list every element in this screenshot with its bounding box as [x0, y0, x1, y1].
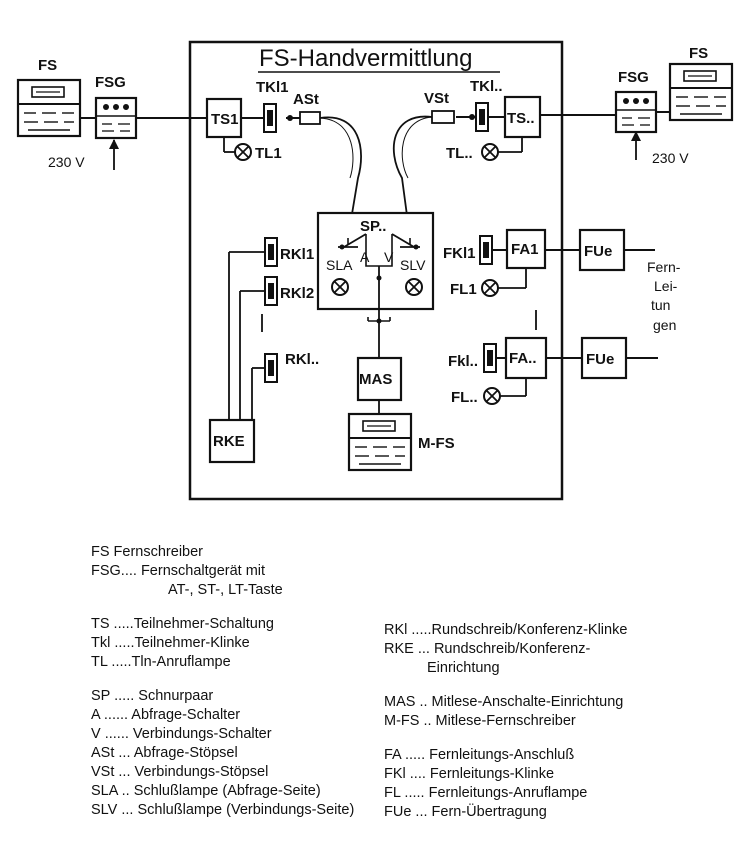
- legend-item: FS Fernschreiber: [91, 544, 204, 560]
- sp-label: SP..: [360, 218, 386, 235]
- fkl1-jack-icon: [479, 235, 493, 265]
- rke-box: [208, 418, 256, 464]
- mfs-label: M-FS: [418, 435, 455, 452]
- slv-label: SLV: [400, 257, 426, 273]
- fue2-box: [580, 336, 628, 380]
- tkl1-jack-icon: [263, 103, 277, 133]
- ast-plug-icon: [299, 111, 321, 125]
- fln-lamp-icon: [483, 387, 501, 405]
- sla-lamp-icon: [331, 278, 349, 296]
- tl1-label: TL1: [255, 145, 282, 162]
- legend-item: RKl .....Rundschreib/Konferenz-Klinke: [384, 622, 628, 638]
- rkl2-jack-icon: [264, 276, 278, 306]
- sp-v-label: V: [384, 249, 394, 265]
- tkl-right-jack-icon: [475, 102, 489, 132]
- legend-item: RKE ... Rundschreib/Konferenz-: [384, 641, 591, 657]
- fan-label: FA..: [509, 350, 537, 367]
- fsg-right-icon: [614, 90, 658, 134]
- fern-line-4: gen: [653, 317, 676, 333]
- rkln-label: RKl..: [285, 351, 319, 368]
- fue1-label: FUe: [584, 243, 612, 260]
- tkl-right-label: TKl..: [470, 78, 503, 95]
- legend-item: V ...... Verbindungs-Schalter: [91, 726, 272, 742]
- ts-right-label: TS..: [507, 110, 535, 127]
- exchange-frame: [188, 40, 564, 501]
- legend-item: SLA .. Schlußlampe (Abfrage-Seite): [91, 783, 321, 799]
- ts1-label: TS1: [211, 111, 239, 128]
- sp-a-label: A: [360, 249, 370, 265]
- fkl1-label: FKl1: [443, 245, 476, 262]
- tl-right-lamp-icon: [481, 143, 499, 161]
- legend-item: SP ..... Schnurpaar: [91, 688, 214, 704]
- legend-item: Tkl .....Teilnehmer-Klinke: [91, 635, 250, 651]
- vst-plug-icon: [431, 110, 455, 124]
- legend-item: FKl .... Fernleitungs-Klinke: [384, 766, 555, 782]
- legend-item: SLV ... Schlußlampe (Verbindungs-Seite): [91, 802, 355, 818]
- mas-box: [356, 356, 403, 402]
- diagram-title: FS-Handvermittlung: [259, 45, 472, 72]
- fsg-left-icon: [94, 96, 138, 140]
- fl1-label: FL1: [450, 281, 477, 298]
- fsg-left-label: FSG: [95, 74, 126, 91]
- fln-label: FL..: [451, 389, 478, 406]
- rke-label: RKE: [213, 433, 245, 450]
- fue2-label: FUe: [586, 351, 614, 368]
- voltage-right-label: 230 V: [652, 150, 689, 166]
- fa1-label: FA1: [511, 241, 539, 258]
- sla-label: SLA: [326, 257, 353, 273]
- legend-item: FSG.... Fernschaltgerät mit: [91, 563, 266, 579]
- legend-item: TS .....Teilnehmer-Schaltung: [91, 616, 274, 632]
- fs-right-icon: [668, 62, 734, 122]
- rkl1-label: RKl1: [280, 246, 314, 263]
- tl-right-label: TL..: [446, 145, 473, 162]
- legend-item: TL .....Tln-Anruflampe: [91, 654, 231, 670]
- slv-lamp-icon: [405, 278, 423, 296]
- fern-line-3: tun: [651, 297, 670, 313]
- vst-label: VSt: [424, 90, 449, 107]
- rkln-jack-icon: [264, 353, 278, 383]
- mas-label: MAS: [359, 371, 392, 388]
- fs-left-icon: [16, 78, 82, 138]
- legend-item: Einrichtung: [427, 660, 500, 676]
- legend-item: FUe ... Fern-Übertragung: [384, 804, 547, 820]
- fern-line-1: Fern-: [647, 259, 681, 275]
- fern-line-2: Lei-: [654, 278, 678, 294]
- legend-item: FA ..... Fernleitungs-Anschluß: [384, 747, 575, 763]
- fs-right-label: FS: [689, 45, 708, 62]
- mfs-icon: [347, 412, 413, 472]
- tl1-lamp-icon: [234, 143, 252, 161]
- fkln-label: Fkl..: [448, 353, 478, 370]
- legend-item: FL ..... Fernleitungs-Anruflampe: [384, 785, 588, 801]
- legend-right: RKl .....Rundschreib/Konferenz-Klinke RK…: [384, 621, 627, 822]
- legend-item: AT-, ST-, LT-Taste: [168, 582, 283, 598]
- diagram-canvas: FS-Handvermittlung FS FSG 230 V TS1 TKl1…: [16, 40, 734, 501]
- fsg-right-label: FSG: [618, 69, 649, 86]
- ast-label: ASt: [293, 91, 319, 108]
- fs-left-label: FS: [38, 57, 57, 74]
- fue1-box: [578, 228, 626, 272]
- voltage-left-label: 230 V: [48, 154, 85, 170]
- fl1-lamp-icon: [481, 279, 499, 297]
- legend-item: VSt ... Verbindungs-Stöpsel: [91, 764, 269, 780]
- legend-item: MAS .. Mitlese-Anschalte-Einrichtung: [384, 694, 624, 710]
- tkl1-label: TKl1: [256, 79, 289, 96]
- legend-item: A ...... Abfrage-Schalter: [91, 707, 241, 723]
- rkl2-label: RKl2: [280, 285, 314, 302]
- legend-item: ASt ... Abfrage-Stöpsel: [91, 745, 238, 761]
- legend-item: M-FS .. Mitlese-Fernschreiber: [384, 713, 576, 729]
- fkln-jack-icon: [483, 343, 497, 373]
- rkl1-jack-icon: [264, 237, 278, 267]
- legend-left: FS Fernschreiber FSG.... Fernschaltgerät…: [91, 543, 354, 820]
